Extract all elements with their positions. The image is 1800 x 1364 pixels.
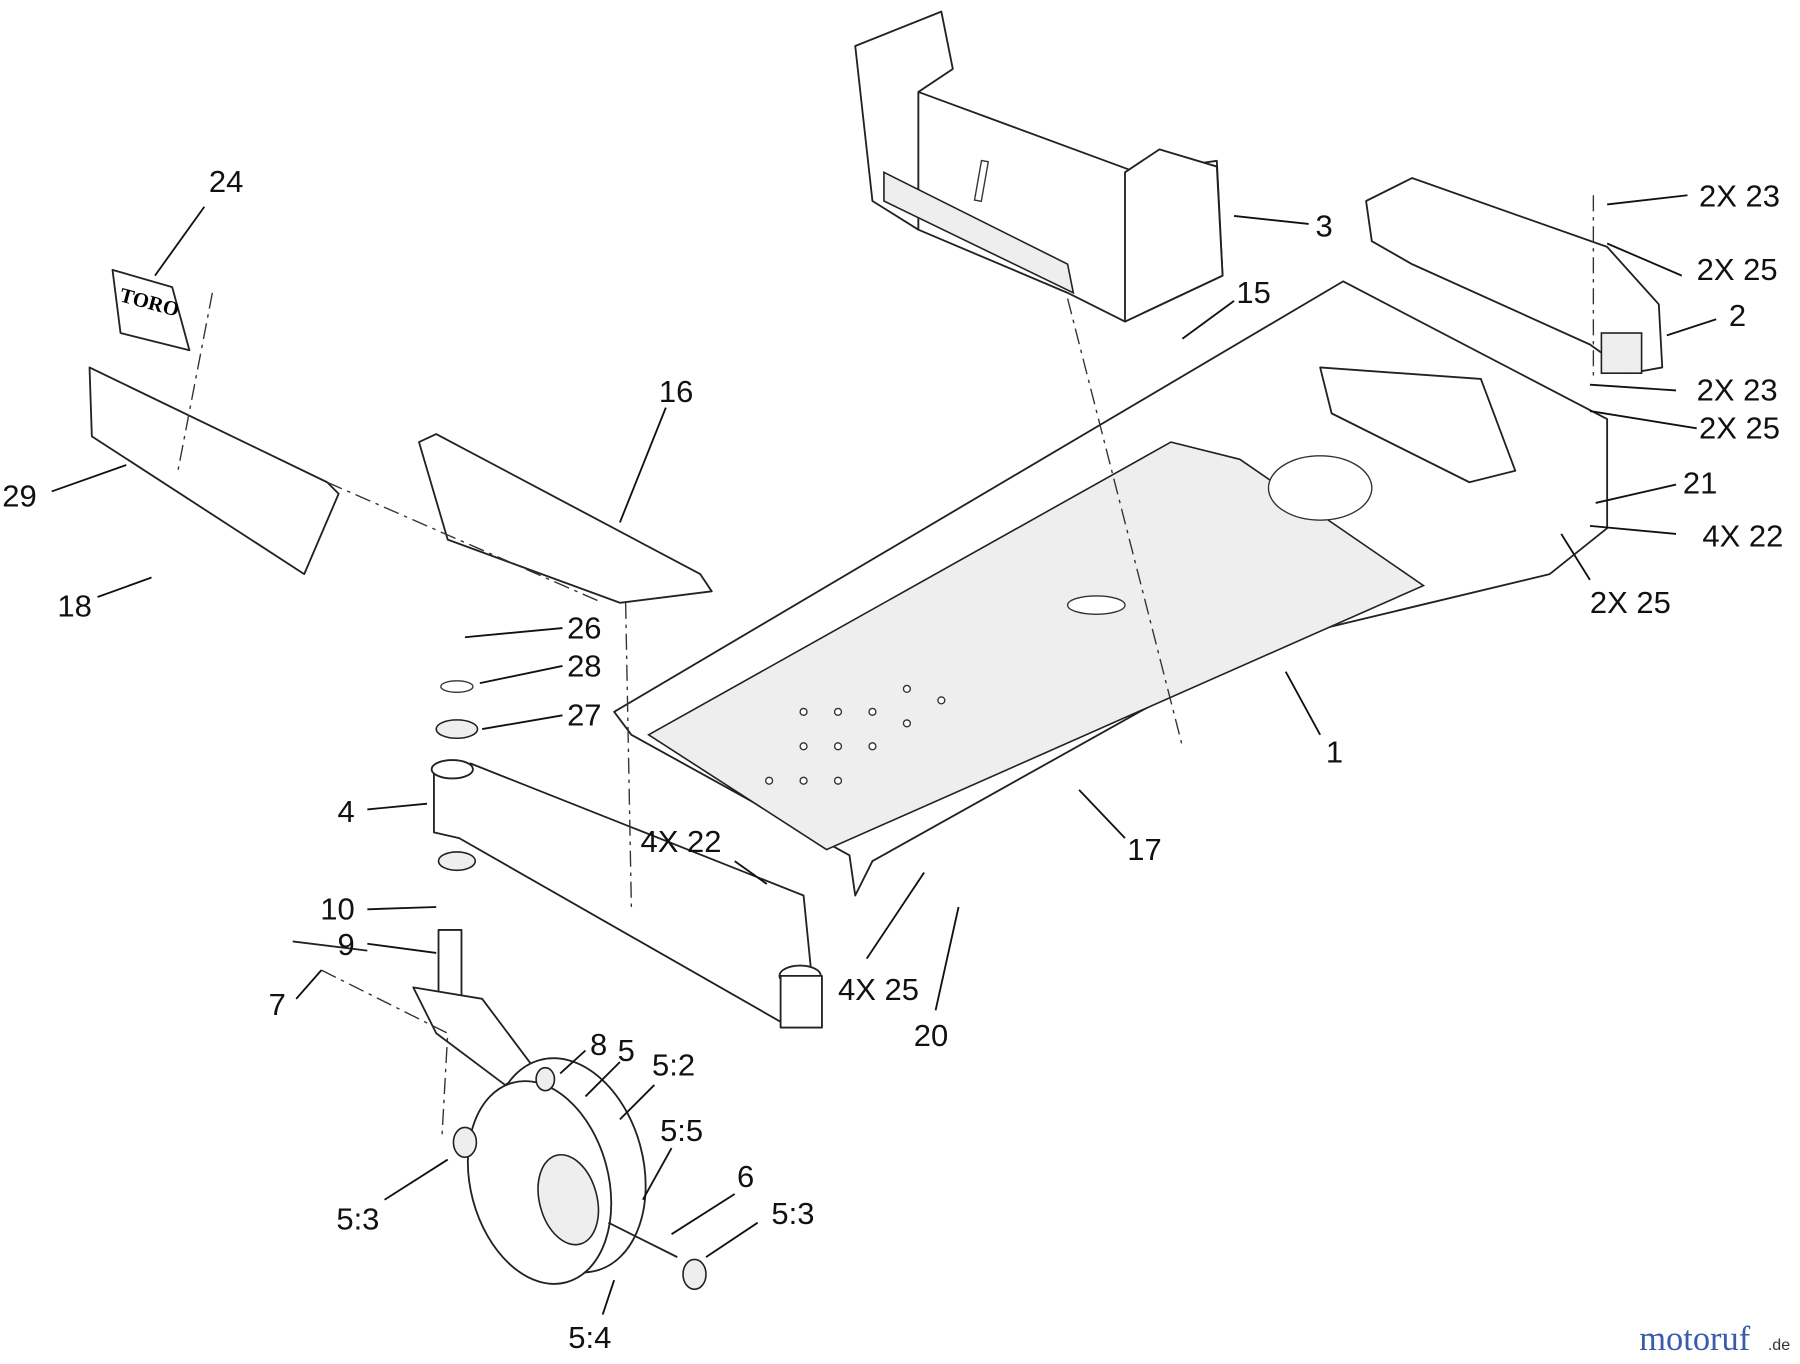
motoruf-watermark: motoruf .de xyxy=(1639,1320,1790,1358)
callout: 15 xyxy=(1236,275,1270,310)
axle-part-4 xyxy=(430,680,823,1029)
plate-part-29 xyxy=(88,366,340,576)
callout: 5 xyxy=(618,1033,635,1068)
toro-logo-part-24: TORO xyxy=(111,268,191,352)
callout: 29 xyxy=(2,478,36,513)
callout: 7 xyxy=(269,987,286,1022)
callout: 10 xyxy=(320,892,354,927)
callout: 3 xyxy=(1316,209,1333,244)
callout: 27 xyxy=(567,698,601,733)
callout: 6 xyxy=(737,1159,754,1194)
panel-part-16 xyxy=(418,433,713,604)
callout: 2X 23 xyxy=(1697,373,1778,408)
callout: 5:3 xyxy=(336,1202,379,1237)
callout: 4X 25 xyxy=(838,972,919,1007)
callout: 5:2 xyxy=(652,1048,695,1083)
callout: 1 xyxy=(1326,734,1343,769)
callout: 4 xyxy=(338,794,355,829)
callout: 2X 23 xyxy=(1699,179,1780,214)
callout: 8 xyxy=(590,1027,607,1062)
callout: 2X 25 xyxy=(1699,411,1780,446)
svg-text:.de: .de xyxy=(1768,1336,1790,1354)
callout: 17 xyxy=(1127,832,1161,867)
floor-holes xyxy=(765,684,946,785)
leader-lines xyxy=(51,194,1717,1315)
callout: 24 xyxy=(209,164,243,199)
callout: 4X 22 xyxy=(1702,519,1783,554)
callout: 5:5 xyxy=(660,1113,703,1148)
callout: 2 xyxy=(1729,298,1746,333)
callout: 18 xyxy=(57,589,91,624)
callout-labels: 24 3 2X 23 2X 25 15 2 16 2X 23 2X 25 29 … xyxy=(2,164,1783,1355)
seat-bracket-part-3 xyxy=(854,10,1224,323)
callout: 16 xyxy=(659,374,693,409)
callout: 20 xyxy=(914,1018,948,1053)
callout: 26 xyxy=(567,610,601,645)
callout: 5:3 xyxy=(771,1196,814,1231)
callout: 9 xyxy=(338,927,355,962)
callout: 5:4 xyxy=(568,1320,611,1355)
callout: 2X 25 xyxy=(1697,252,1778,287)
callout: 2X 25 xyxy=(1590,585,1671,620)
svg-text:motoruf: motoruf xyxy=(1639,1320,1750,1358)
main-frame-part-1 xyxy=(613,280,1609,897)
callout: 28 xyxy=(567,648,601,683)
weight-part-2 xyxy=(1365,177,1664,375)
caster-fork-part-9 xyxy=(292,929,535,1086)
callout: 4X 22 xyxy=(641,824,722,859)
callout: 21 xyxy=(1683,466,1717,501)
wheel-part-5 xyxy=(452,1057,707,1291)
